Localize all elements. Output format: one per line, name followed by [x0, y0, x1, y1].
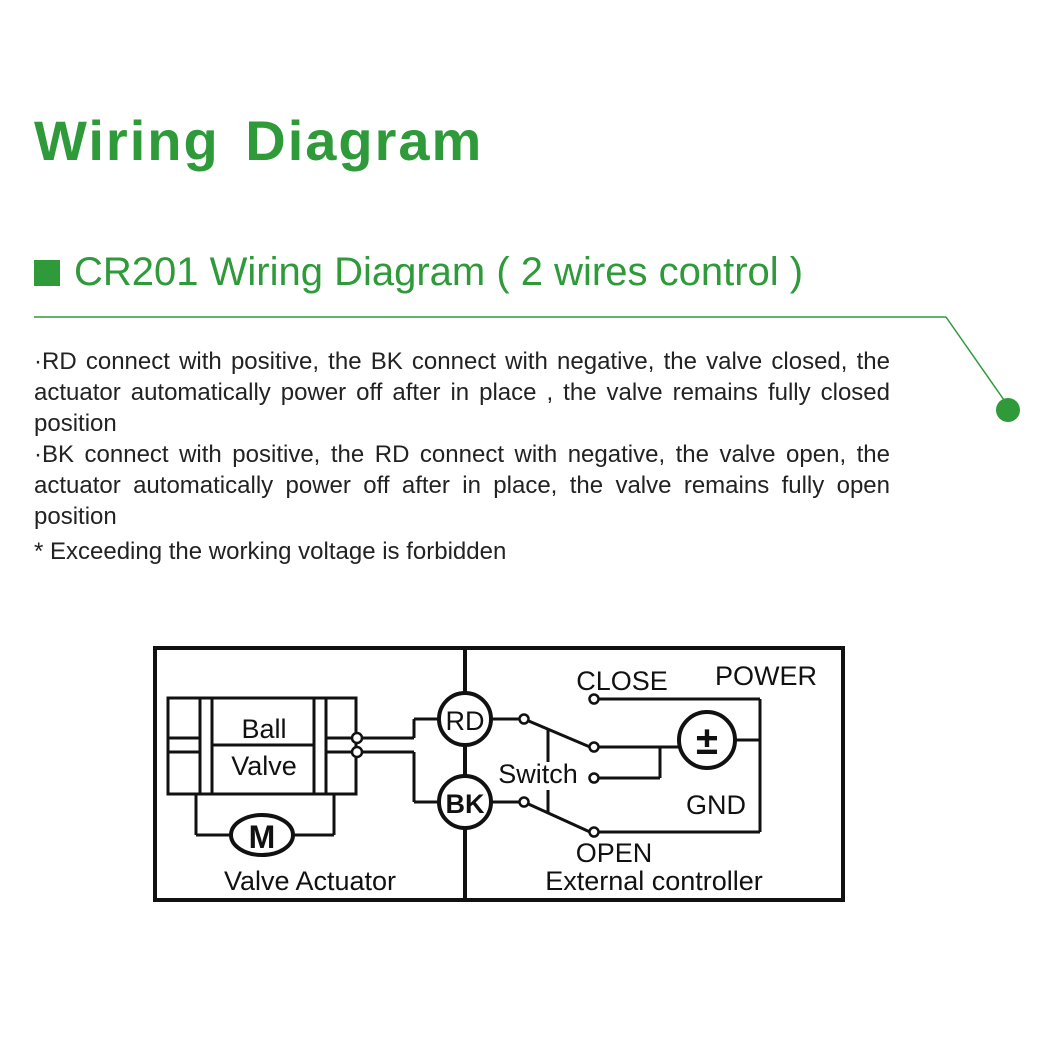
valve-label: Valve	[231, 751, 297, 781]
description-line-2: ·BK connect with positive, the RD connec…	[34, 441, 890, 530]
switch-wiring	[491, 697, 762, 834]
power-symbol: ±	[696, 719, 718, 763]
power-label: POWER	[715, 661, 817, 691]
description: ·RD connect with positive, the BK connec…	[34, 346, 890, 567]
actuator-wires	[362, 717, 438, 804]
motor-wiring	[194, 794, 336, 837]
gnd-label: GND	[686, 790, 746, 820]
motor-icon	[229, 813, 295, 857]
terminal-dot	[350, 745, 364, 759]
bk-label: BK	[446, 789, 485, 819]
controller-label: External controller	[545, 866, 763, 896]
page-title: Wiring Diagram	[34, 109, 484, 172]
motor-label: M	[249, 819, 276, 855]
actuator-label: Valve Actuator	[224, 866, 396, 896]
terminal-dot	[350, 731, 364, 745]
diagram-frame	[153, 646, 845, 902]
description-line-1: ·RD connect with positive, the BK connec…	[34, 348, 890, 437]
switch-label: Switch	[498, 759, 578, 789]
square-bullet-icon	[34, 259, 60, 286]
warning-note: * Exceeding the working voltage is forbi…	[34, 538, 507, 565]
rd-label: RD	[446, 706, 485, 736]
close-label: CLOSE	[576, 666, 668, 696]
open-label: OPEN	[576, 838, 653, 868]
power-source-icon	[677, 710, 737, 770]
ball-label: Ball	[241, 714, 286, 744]
section-heading-text: CR201 Wiring Diagram ( 2 wires control )	[74, 250, 804, 294]
switch-contacts	[518, 693, 600, 838]
section-heading: CR201 Wiring Diagram ( 2 wires control )	[34, 250, 803, 295]
